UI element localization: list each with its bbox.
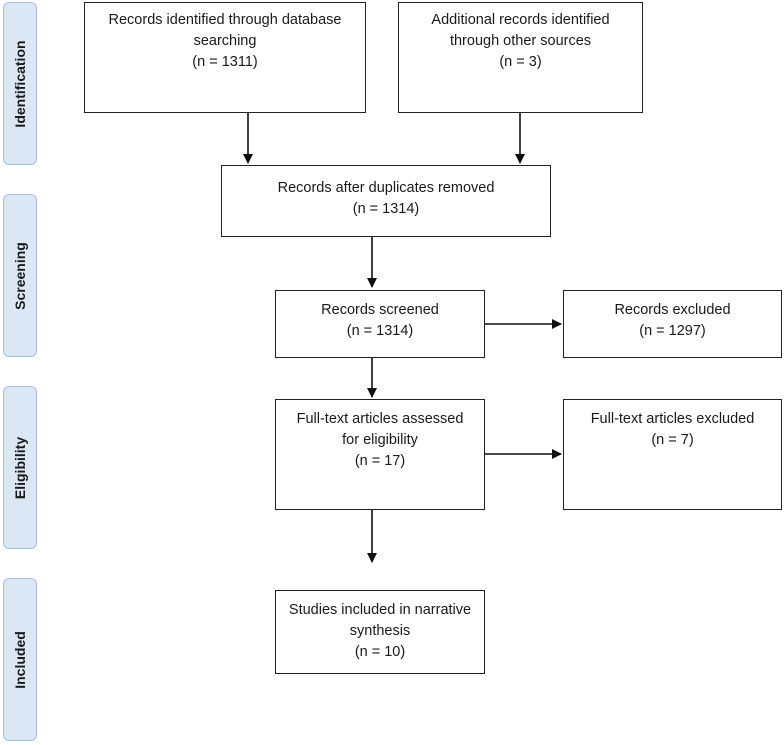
box-included-line2: synthesis [349, 623, 411, 639]
box-records-identified-database: Records identified through database sear… [84, 2, 366, 113]
box-records-after-duplicates-removed: Records after duplicates removed (n = 13… [221, 165, 551, 237]
box-fulltext-excluded-line1: Full-text articles excluded [590, 411, 755, 427]
box-other-count: (n = 3) [499, 54, 542, 70]
stage-identification-panel: Identification [3, 2, 37, 165]
box-fulltext-line2: for eligibility [342, 432, 418, 448]
box-other-line1: Additional records identified [431, 12, 610, 28]
box-studies-included: Studies included in narrative synthesis … [275, 590, 485, 674]
box-records-screened: Records screened (n = 1314) [275, 290, 485, 358]
box-full-text-excluded: Full-text articles excluded (n = 7) [563, 399, 782, 510]
box-full-text-assessed: Full-text articles assessed for eligibil… [275, 399, 485, 510]
box-database-line1: Records identified through database [108, 12, 342, 28]
box-fulltext-count: (n = 17) [354, 453, 406, 469]
box-fulltext-line1: Full-text articles assessed [296, 411, 464, 427]
box-additional-records-other-sources: Additional records identified through ot… [398, 2, 643, 113]
box-deduplicated-line1: Records after duplicates removed [277, 180, 495, 196]
stage-eligibility-panel: Eligibility [3, 386, 37, 549]
box-database-line2: searching [193, 33, 257, 49]
box-database-count: (n = 1311) [192, 54, 258, 70]
box-deduplicated-count: (n = 1314) [352, 201, 420, 217]
box-included-count: (n = 10) [354, 644, 406, 660]
box-screened-count: (n = 1314) [346, 323, 414, 339]
stage-included-panel: Included [3, 578, 37, 741]
box-excluded-line1: Records excluded [614, 302, 731, 318]
stage-screening-panel: Screening [3, 194, 37, 357]
box-records-excluded: Records excluded (n = 1297) [563, 290, 782, 358]
box-screened-line1: Records screened [321, 302, 439, 318]
box-other-line2: through other sources [449, 33, 592, 49]
box-fulltext-excluded-count: (n = 7) [651, 432, 694, 448]
box-excluded-count: (n = 1297) [639, 323, 706, 339]
box-included-line1: Studies included in narrative [288, 602, 472, 618]
